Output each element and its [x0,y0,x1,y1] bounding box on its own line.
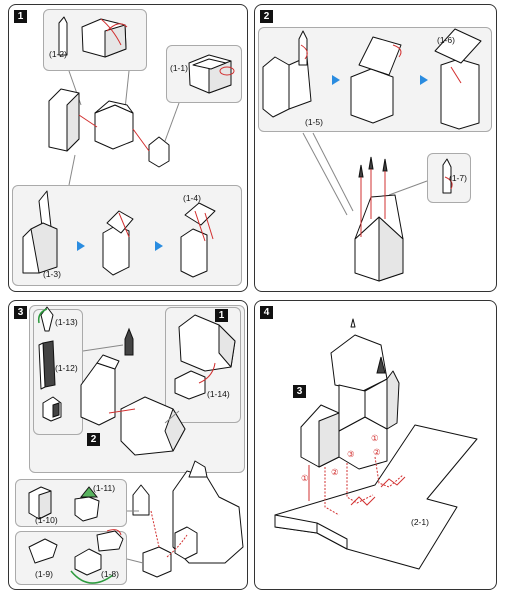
step-number-badge: 3 [14,306,27,319]
assembly-badge-1: 1 [215,309,228,322]
label-1-9: (1-9) [35,569,53,579]
label-1-1: (1-1) [170,63,188,73]
label-1-14: (1-14) [207,389,230,399]
step-number-badge: 2 [260,10,273,23]
label-1-3: (1-3) [43,269,61,279]
circled-step: ② [331,467,339,477]
step-number-badge: 4 [260,306,273,319]
label-1-12: (1-12) [55,363,78,373]
panel-1-illustration [22,16,235,278]
label-1-8: (1-8) [101,569,119,579]
circled-step: ① [371,433,379,443]
panel-step-1: 1 (1- [8,4,248,292]
step-number-badge: 1 [14,10,27,23]
circled-step: ① [301,473,309,483]
panel-4-illustration [274,318,478,570]
assembly-badge-2: 2 [87,433,100,446]
label-1-4: (1-4) [183,193,201,203]
label-2-1: (2-1) [411,517,429,527]
panel-3-illustration [28,306,244,584]
label-1-11: (1-11) [93,483,116,493]
circled-step: ③ [347,449,355,459]
panel-step-4: 4 3 ① ② ③ ① ② (2-1) [254,300,497,590]
label-1-5: (1-5) [305,117,323,127]
panel-2-illustration [262,28,482,282]
label-1-10: (1-10) [35,515,58,525]
label-1-13: (1-13) [55,317,78,327]
assembly-badge-3: 3 [293,385,306,398]
panel-step-2: 2 (1-6) (1-5) (1-7) [254,4,497,292]
label-1-2: (1-2) [49,49,67,59]
panel-step-3: 3 1 2 [8,300,248,590]
label-1-7: (1-7) [449,173,467,183]
circled-step: ② [373,447,381,457]
label-1-6: (1-6) [437,35,455,45]
